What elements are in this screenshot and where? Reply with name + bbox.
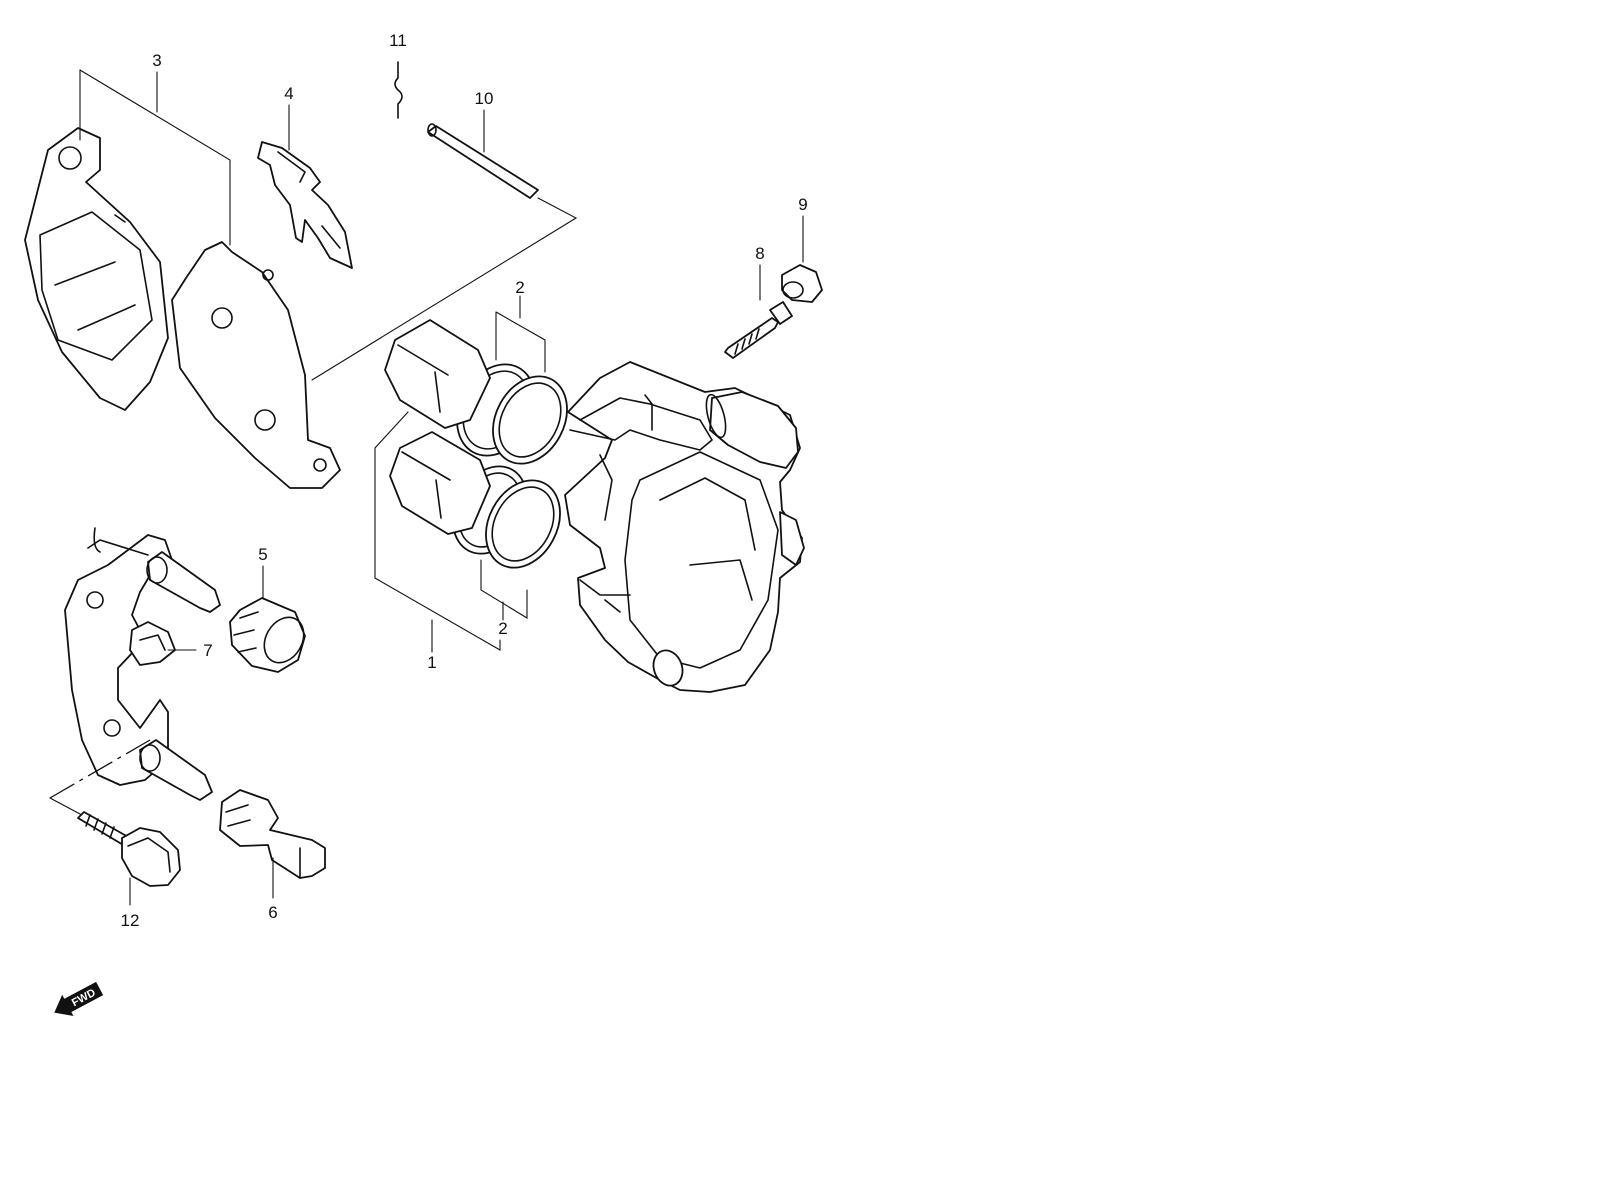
bleeder-cap [781,264,823,303]
callout-7: 7 [203,641,212,660]
pistons [384,319,491,535]
callout-10: 10 [475,89,494,108]
fwd-label: FWD [70,987,98,1009]
callout-4: 4 [284,84,293,103]
callout-6: 6 [268,903,277,922]
callout-11: 11 [389,31,407,50]
callout-5: 5 [258,545,267,564]
callout-2-lower: 2 [498,619,507,638]
callout-9: 9 [798,195,807,214]
fwd-arrow-icon: FWD [54,981,104,1017]
callout-8: 8 [755,244,764,263]
caliper-mounting-bracket [64,527,221,801]
caliper-bolt [77,811,181,887]
caliper-body [564,361,805,693]
piston-seals [452,363,568,569]
r-clip [394,61,403,119]
callout-2-upper: 2 [515,278,524,297]
callout-12: 12 [121,911,140,930]
brake-pad-set [24,127,341,489]
slide-pin [219,789,326,879]
slide-pin-boot [229,597,306,673]
bleeder-valve [724,301,793,359]
callout-3: 3 [152,51,161,70]
callout-1: 1 [427,653,436,672]
pad-spring [257,141,353,269]
bracket-clip [129,621,176,666]
pad-pin [427,123,539,199]
